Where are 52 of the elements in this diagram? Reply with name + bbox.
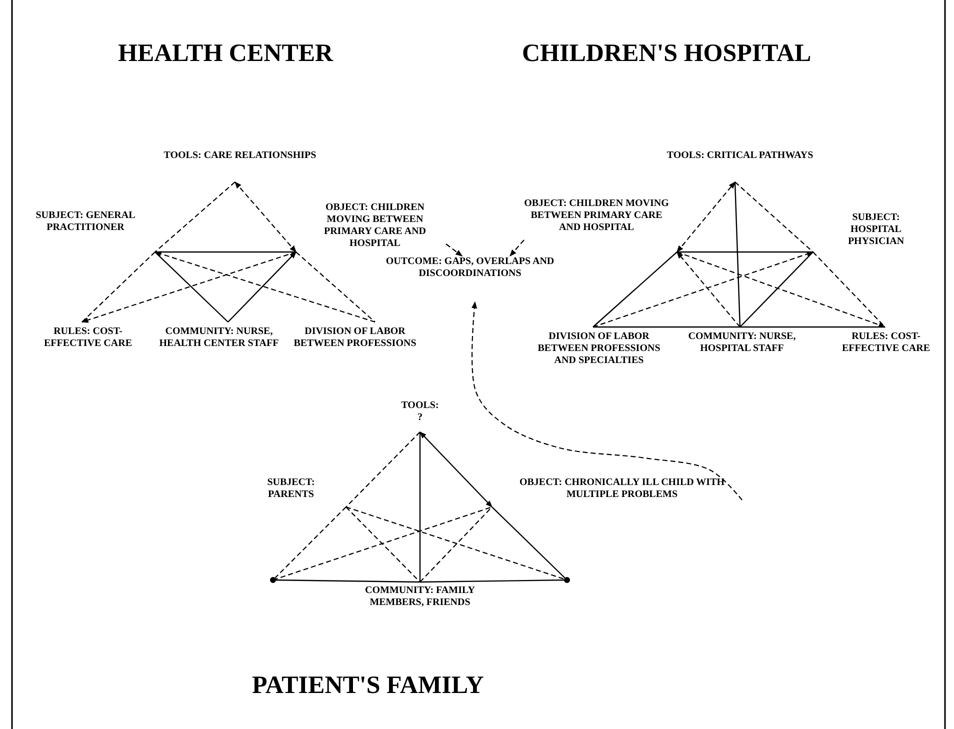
activity-label: DIVISION OF LABOR BETWEEN PROFESSIONS AND SPECIALTIES: [528, 327, 670, 391]
activity-label: OUTCOME: GAPS, OVERLAPS AND DISCOORDINATIONS: [380, 256, 560, 302]
double-arrow: [234, 181, 296, 253]
arrow: [154, 251, 376, 323]
activity-label: TOOLS: CARE RELATIONSHIPS: [150, 150, 330, 182]
connector-line: [592, 252, 678, 328]
arrow: [446, 244, 463, 256]
connector-line: [154, 252, 228, 322]
arrow: [676, 251, 886, 328]
activity-label: SUBJECT: HOSPITAL PHYSICIAN: [813, 212, 925, 252]
activity-label: DIVISION OF LABOR BETWEEN PROFESSIONS: [292, 322, 418, 372]
activity-label: SUBJECT: GENERAL PRACTITIONER: [26, 210, 155, 252]
vertex-dot: [564, 577, 570, 583]
activity-label: COMMUNITY: NURSE, HEALTH CENTER STAFF: [152, 322, 286, 372]
activity-label: OBJECT: CHRONICALLY ILL CHILD WITH MULTIPLE PROBLEMS: [492, 477, 742, 507]
section-title: HEALTH CENTER: [118, 40, 334, 68]
arrow: [472, 301, 742, 500]
section-title: CHILDREN'S HOSPITAL: [522, 40, 812, 68]
activity-label: TOOLS: CRITICAL PATHWAYS: [640, 150, 840, 182]
activity-label: OBJECT: CHILDREN MOVING BETWEEN PRIMARY CARE AND HOSPITAL: [524, 198, 677, 252]
connector-line: [734, 182, 814, 252]
double-arrow: [420, 432, 492, 508]
activity-label: RULES: COST-EFFECTIVE CARE: [26, 322, 150, 372]
activity-label: OBJECT: CHILDREN MOVING BETWEEN PRIMARY CARE AND HOSPITAL: [296, 202, 446, 252]
activity-label: TOOLS: ?: [385, 400, 455, 432]
connector-line: [593, 326, 740, 328]
connector-line: [740, 252, 814, 328]
arrow: [81, 251, 296, 323]
arrow: [228, 252, 296, 322]
activity-label: SUBJECT: PARENTS: [246, 477, 346, 507]
section-title: PATIENT'S FAMILY: [252, 672, 484, 700]
connector-line: [273, 579, 420, 583]
vertex-dot: [270, 577, 276, 583]
double-arrow: [676, 181, 736, 253]
connector-line: [420, 579, 567, 583]
connector-line: [812, 252, 886, 328]
arrow: [676, 251, 740, 328]
connector-line: [492, 506, 568, 580]
connector-line: [346, 506, 420, 582]
connector-line: [82, 252, 156, 322]
arrow: [592, 251, 814, 328]
connector-line: [346, 432, 420, 508]
connector-line: [420, 506, 492, 582]
activity-label: COMMUNITY: FAMILY MEMBERS, FRIENDS: [350, 582, 490, 632]
activity-label: COMMUNITY: NURSE, HOSPITAL STAFF: [672, 327, 812, 377]
connector-line: [272, 506, 346, 580]
connector-line: [154, 182, 236, 252]
connector-line: [734, 182, 741, 328]
arrow: [510, 240, 524, 257]
activity-label: RULES: COST-EFFECTIVE CARE: [830, 327, 942, 377]
connector-line: [296, 252, 376, 322]
connector-line: [419, 432, 421, 582]
